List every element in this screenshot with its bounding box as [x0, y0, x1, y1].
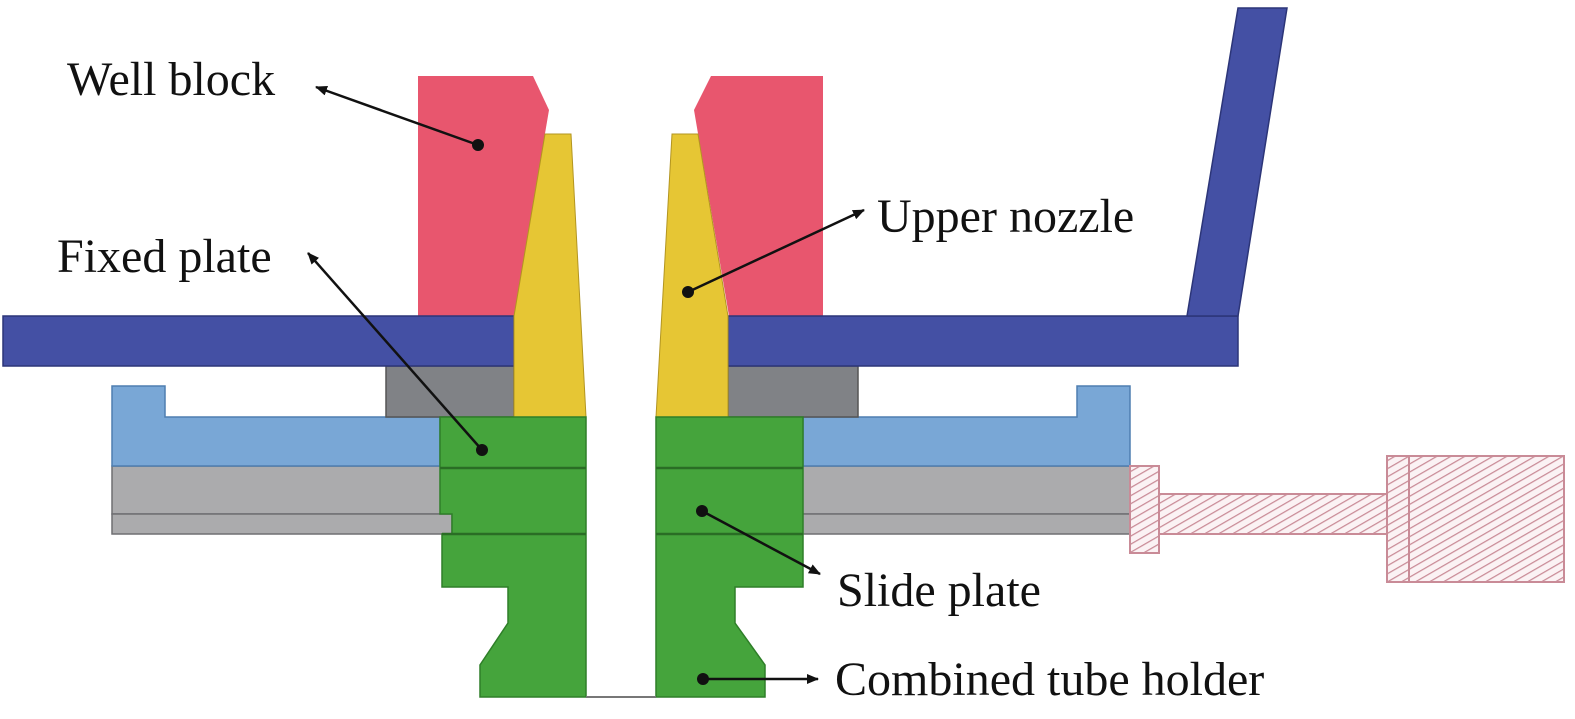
tube-holder-right: [655, 416, 804, 698]
top-plate-right: [727, 315, 1239, 367]
top-plate-arm: [1186, 7, 1288, 317]
tube-holder-left: [439, 416, 587, 698]
label-upper-nozzle: Upper nozzle: [877, 190, 1134, 243]
leader-point-slide-plate: [696, 505, 708, 517]
leader-point-fixed-plate: [476, 444, 488, 456]
leader-point-well-block: [472, 139, 484, 151]
actuator-rod: [1158, 493, 1388, 535]
leader-point-upper-nozzle: [682, 286, 694, 298]
actuator-cylinder: [1386, 455, 1565, 583]
top-plate-left: [2, 315, 515, 367]
leader-slide-plate: [701, 509, 821, 576]
support-block-right: [727, 365, 859, 418]
leader-well-block: [315, 85, 479, 147]
support-block-left: [385, 365, 515, 418]
label-well-block: Well block: [67, 53, 275, 106]
label-slide-plate: Slide plate: [837, 564, 1041, 617]
label-combined-tube-holder: Combined tube holder: [835, 653, 1264, 706]
leader-point-combined-tube-holder: [697, 673, 709, 685]
well-block-right: [694, 76, 823, 316]
slide-plate-rail-left: [111, 513, 453, 535]
actuator-flange: [1129, 465, 1160, 554]
slide-plate-body-left: [111, 465, 453, 515]
label-fixed-plate: Fixed plate: [57, 230, 272, 283]
slide-plate-rail-right: [789, 513, 1132, 535]
leader-fixed-plate: [307, 252, 483, 451]
upper-nozzle-right: [655, 133, 729, 418]
leader-upper-nozzle: [687, 208, 865, 294]
slide-plate-body-right: [795, 465, 1132, 515]
